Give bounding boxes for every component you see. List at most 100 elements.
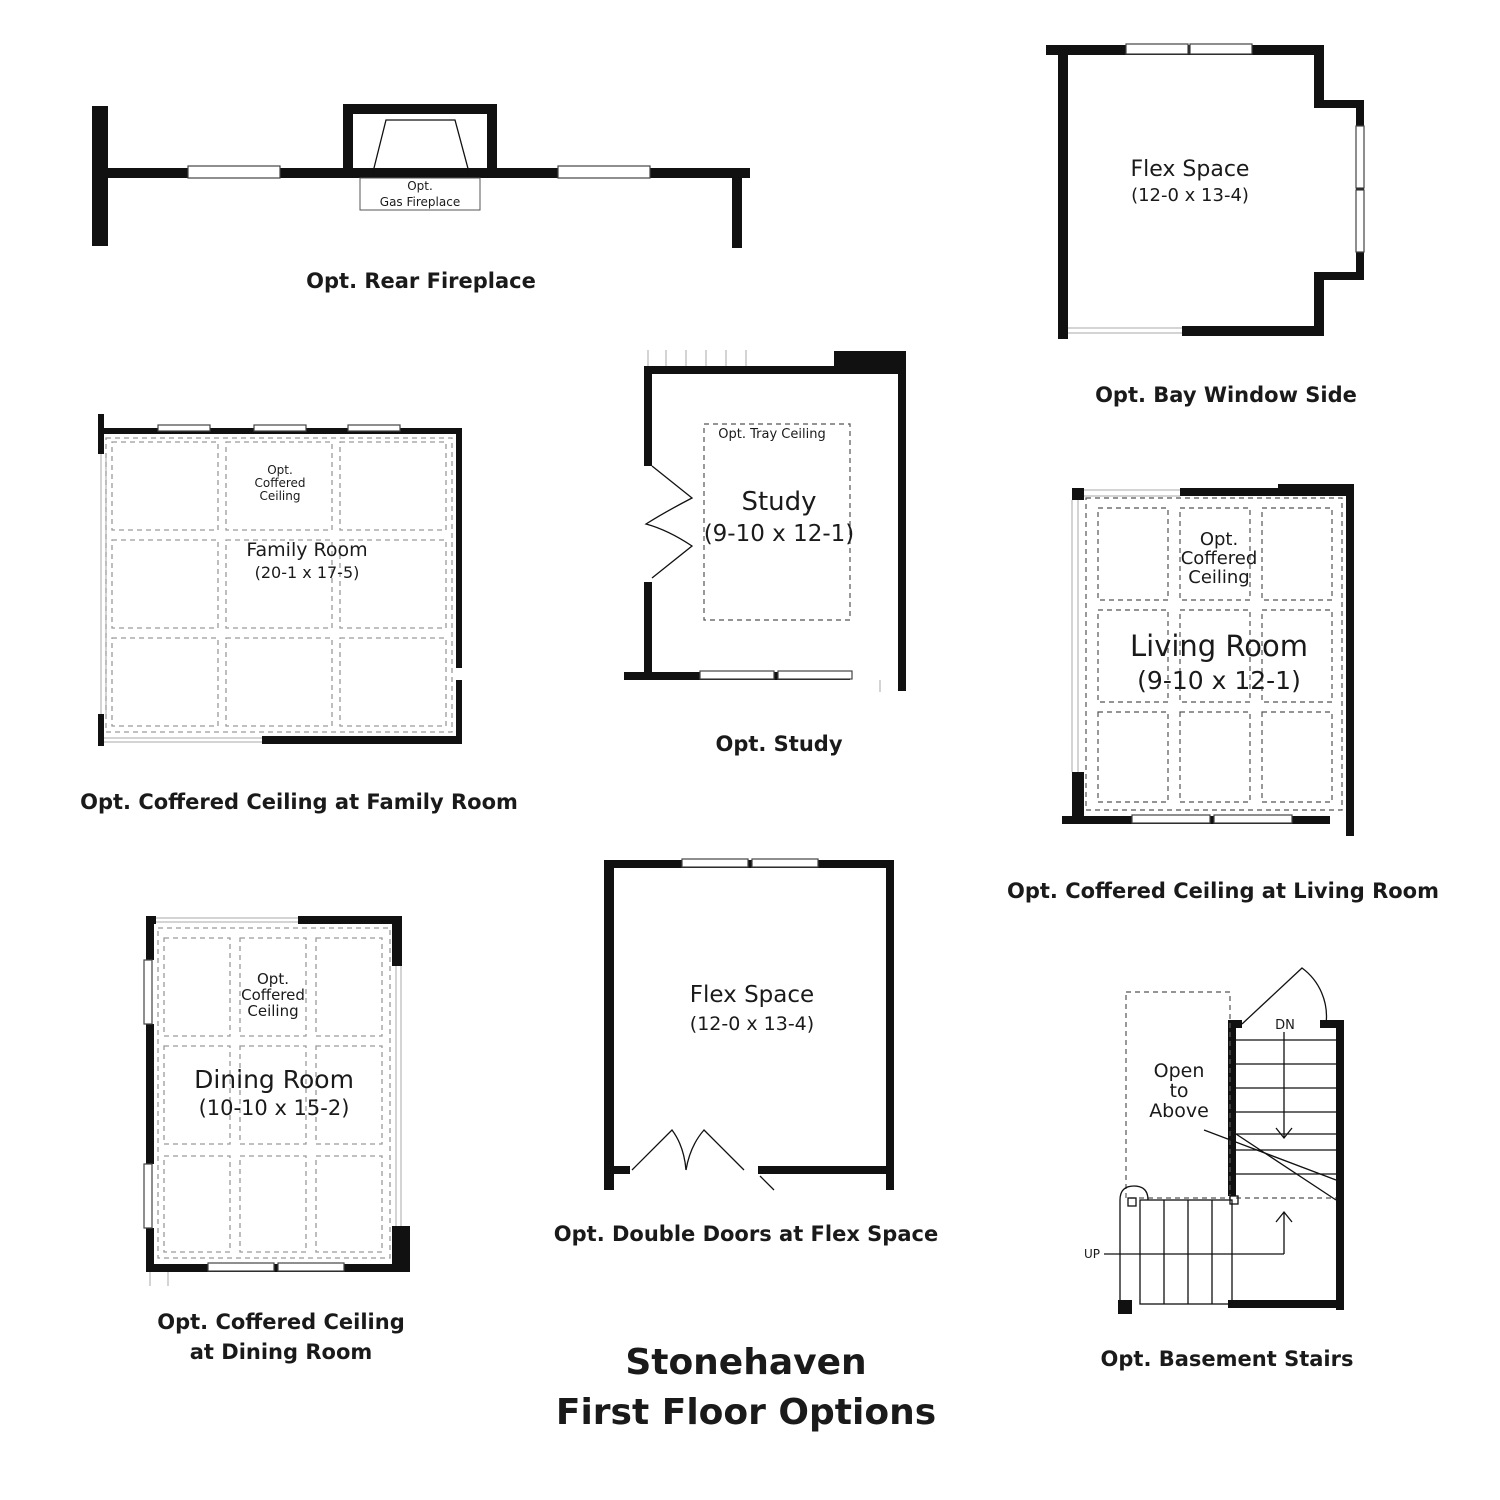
bottom-wall-right <box>758 1166 890 1174</box>
bottom-wall <box>262 736 462 744</box>
window <box>777 670 853 680</box>
rear-fireplace-caption: Opt. Rear Fireplace <box>306 269 536 293</box>
bay-bottom <box>1314 272 1364 280</box>
up-arrow-head <box>1275 1210 1293 1223</box>
door-swing-line <box>759 1175 775 1191</box>
bay-top <box>1314 100 1364 108</box>
room-name: Study <box>741 487 816 517</box>
room-dimensions: (20-1 x 17-5) <box>255 563 360 582</box>
left-wall-upper <box>146 916 154 960</box>
bay-window <box>1355 189 1365 253</box>
top-wall <box>604 860 894 868</box>
bay-window-plan: Flex Space (12-0 x 13-4) Opt. Bay Window… <box>1046 43 1365 407</box>
double-door-right-leaf <box>685 1129 745 1171</box>
top-wall <box>1180 488 1352 496</box>
dn-arrow-head <box>1275 1127 1293 1140</box>
left-wall-upper <box>98 414 104 454</box>
bottom-wall <box>1228 1300 1344 1308</box>
left-wall-lower <box>146 1228 154 1272</box>
right-wall <box>898 351 906 691</box>
sheet-title-line1: Stonehaven <box>625 1342 866 1383</box>
left-wall-mid <box>146 1024 154 1164</box>
fireplace-bumpout-top <box>343 104 497 114</box>
coffer-tag-line1: Opt. <box>1200 529 1238 550</box>
window <box>143 1163 153 1229</box>
bottom-left-post <box>1118 1300 1132 1314</box>
right-wall <box>1336 1020 1344 1310</box>
open-to-above-line2: to <box>1169 1080 1188 1102</box>
window <box>1213 814 1293 824</box>
window <box>157 424 211 432</box>
study-french-doors <box>644 465 694 579</box>
left-wall-lower <box>1072 772 1084 824</box>
dining-room-plan: Opt. Coffered Ceiling Dining Room (10-10… <box>143 916 410 1364</box>
right-wall-upper <box>1314 45 1324 105</box>
room-name: Dining Room <box>194 1065 354 1094</box>
newel-post <box>1127 1197 1137 1207</box>
living-room-caption: Opt. Coffered Ceiling at Living Room <box>1007 879 1439 903</box>
top-wall <box>298 916 402 924</box>
coffer-grid <box>1097 507 1333 803</box>
top-wall <box>644 366 906 374</box>
right-wall-lower <box>392 1226 410 1270</box>
coffer-tag-line3: Ceiling <box>260 489 301 503</box>
rear-wall <box>100 168 750 178</box>
flex-double-doors-plan: Flex Space (12-0 x 13-4) Opt. Double Doo… <box>554 858 938 1246</box>
stair-break-line <box>1203 1129 1337 1181</box>
room-dimensions: (9-10 x 12-1) <box>704 521 855 547</box>
window <box>557 165 651 179</box>
room-name: Flex Space <box>690 982 814 1008</box>
fireplace-bumpout-right <box>487 104 497 178</box>
family-room-caption: Opt. Coffered Ceiling at Family Room <box>80 790 518 814</box>
stair-treads-lower <box>1119 1185 1233 1305</box>
window <box>143 959 153 1025</box>
top-wall-right <box>1320 1020 1344 1028</box>
tray-ceiling-outline <box>703 423 851 621</box>
left-wall-upper <box>644 366 652 466</box>
room-dimensions: (12-0 x 13-4) <box>1131 185 1249 206</box>
study-caption: Opt. Study <box>715 732 842 756</box>
coffer-grid <box>111 441 447 727</box>
right-wall <box>456 428 462 668</box>
room-dimensions: (12-0 x 13-4) <box>690 1013 814 1035</box>
coffer-tag-line3: Ceiling <box>247 1002 298 1020</box>
dining-room-caption-line1: Opt. Coffered Ceiling <box>157 1310 404 1334</box>
window <box>187 165 281 179</box>
open-to-above-line3: Above <box>1149 1100 1209 1122</box>
bay-window <box>1355 125 1365 189</box>
tray-ceiling-tag: Opt. Tray Ceiling <box>718 427 825 442</box>
stair-break-line <box>1235 1133 1337 1201</box>
left-post <box>1072 488 1084 500</box>
open-to-above-line1: Open <box>1154 1060 1205 1082</box>
fireplace-firebox <box>371 119 471 177</box>
right-wall-lower <box>456 680 462 740</box>
window <box>1125 43 1189 55</box>
family-room-plan: Opt. Coffered Ceiling Family Room (20-1 … <box>80 414 518 814</box>
coffer-tag-line2: Coffered <box>1181 548 1258 569</box>
coffered-ceiling-outline <box>1085 497 1343 811</box>
coffer-tag-line1: Opt. <box>257 970 289 988</box>
room-name: Flex Space <box>1131 157 1250 182</box>
sheet-title-line2: First Floor Options <box>556 1392 936 1433</box>
coffered-ceiling-outline <box>105 437 453 733</box>
fireplace-tag-box <box>359 177 481 211</box>
stair-rail-ticks <box>647 350 881 692</box>
newel-post <box>1229 1195 1239 1205</box>
right-wall <box>732 168 742 248</box>
coffer-grid <box>163 937 383 1253</box>
study-plan: Opt. Tray Ceiling Study (9-10 x 12-1) Op… <box>624 350 906 756</box>
coffer-tag-line3: Ceiling <box>1188 567 1249 588</box>
fireplace-bumpout-left <box>343 104 353 178</box>
living-room-plan: Opt. Coffered Ceiling Living Room (9-10 … <box>1007 484 1439 903</box>
bottom-wall <box>1182 326 1324 336</box>
flex-doors-caption: Opt. Double Doors at Flex Space <box>554 1222 938 1246</box>
right-wall-lower <box>1314 272 1324 334</box>
bay-window-caption: Opt. Bay Window Side <box>1095 383 1357 407</box>
fireplace-tag-line2: Gas Fireplace <box>380 195 460 209</box>
window <box>347 424 401 432</box>
window <box>1131 814 1211 824</box>
window <box>751 858 819 868</box>
window <box>277 1262 345 1272</box>
entry-door-swing <box>1241 967 1328 1025</box>
